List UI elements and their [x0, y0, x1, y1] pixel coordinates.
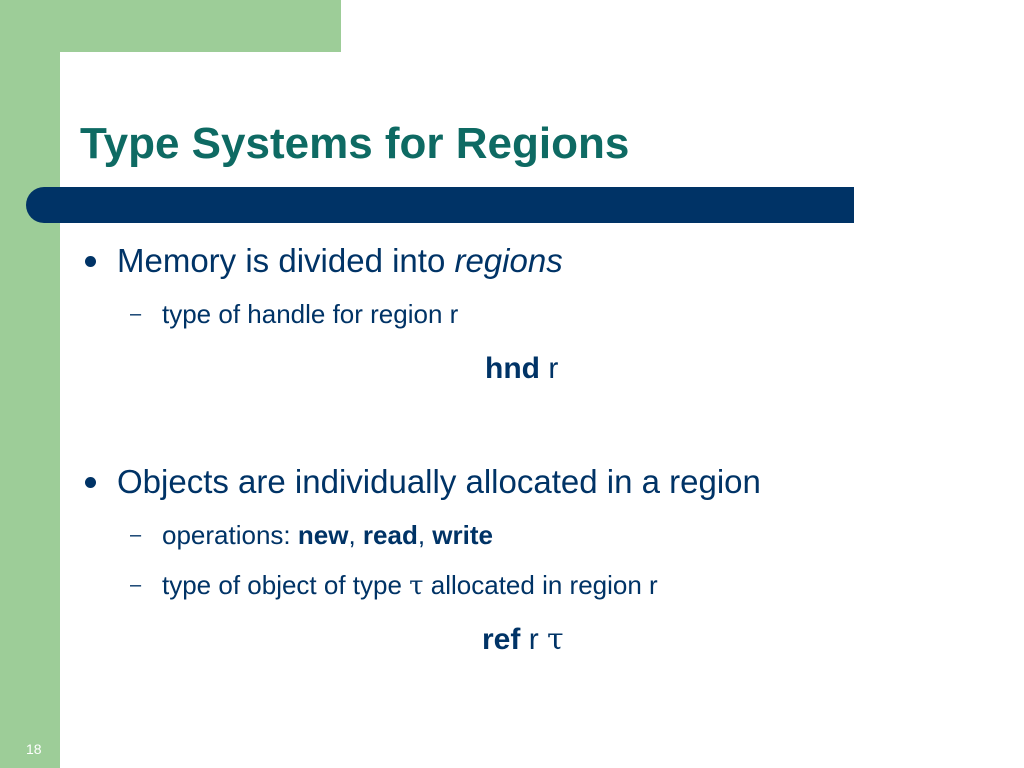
- bullet-1-text: Memory is divided into: [117, 242, 455, 279]
- formula-ref-tau: τ: [547, 622, 564, 657]
- sub-bullet-2-1-prefix: operations:: [162, 520, 298, 550]
- formula-ref-rest: r: [520, 623, 548, 656]
- left-green-band: [0, 0, 60, 768]
- sub-dash-1: –: [130, 303, 142, 325]
- tau-symbol: τ: [409, 571, 424, 601]
- sub-bullet-2-1: operations: new, read, write: [162, 519, 493, 551]
- title-underline-bar: [26, 187, 854, 223]
- formula-hnd: hnd r: [485, 350, 558, 388]
- bullet-dot-2: [85, 477, 96, 488]
- sub-bullet-2-2-before: type of object of type: [162, 570, 410, 600]
- formula-hnd-rest: r: [539, 352, 559, 385]
- sep-1: ,: [348, 520, 363, 550]
- bullet-1-emphasis: regions: [454, 242, 563, 279]
- bullet-dot-1: [85, 256, 96, 267]
- op-read: read: [362, 520, 418, 550]
- bullet-2-text: Objects are individually allocated in a …: [117, 463, 761, 500]
- formula-ref-keyword: ref: [482, 623, 521, 656]
- page-number: 18: [26, 741, 42, 757]
- sub-bullet-1-1: type of handle for region r: [162, 298, 458, 330]
- op-write: write: [432, 520, 493, 550]
- sep-2: ,: [417, 520, 433, 550]
- formula-hnd-keyword: hnd: [485, 352, 540, 385]
- formula-ref: ref r τ: [482, 621, 564, 659]
- sub-bullet-1-1-text: type of handle for region r: [162, 299, 459, 329]
- sub-dash-3: –: [130, 574, 142, 596]
- bullet-2: Objects are individually allocated in a …: [117, 462, 761, 502]
- bullet-1: Memory is divided into regions: [117, 241, 563, 281]
- sub-dash-2: –: [130, 524, 142, 546]
- slide-title: Type Systems for Regions: [80, 119, 630, 168]
- sub-bullet-2-2-after: allocated in region r: [423, 570, 658, 600]
- op-new: new: [297, 520, 349, 550]
- content-panel: [60, 52, 1024, 768]
- sub-bullet-2-2: type of object of type τ allocated in re…: [162, 569, 658, 602]
- top-green-block: [0, 0, 341, 52]
